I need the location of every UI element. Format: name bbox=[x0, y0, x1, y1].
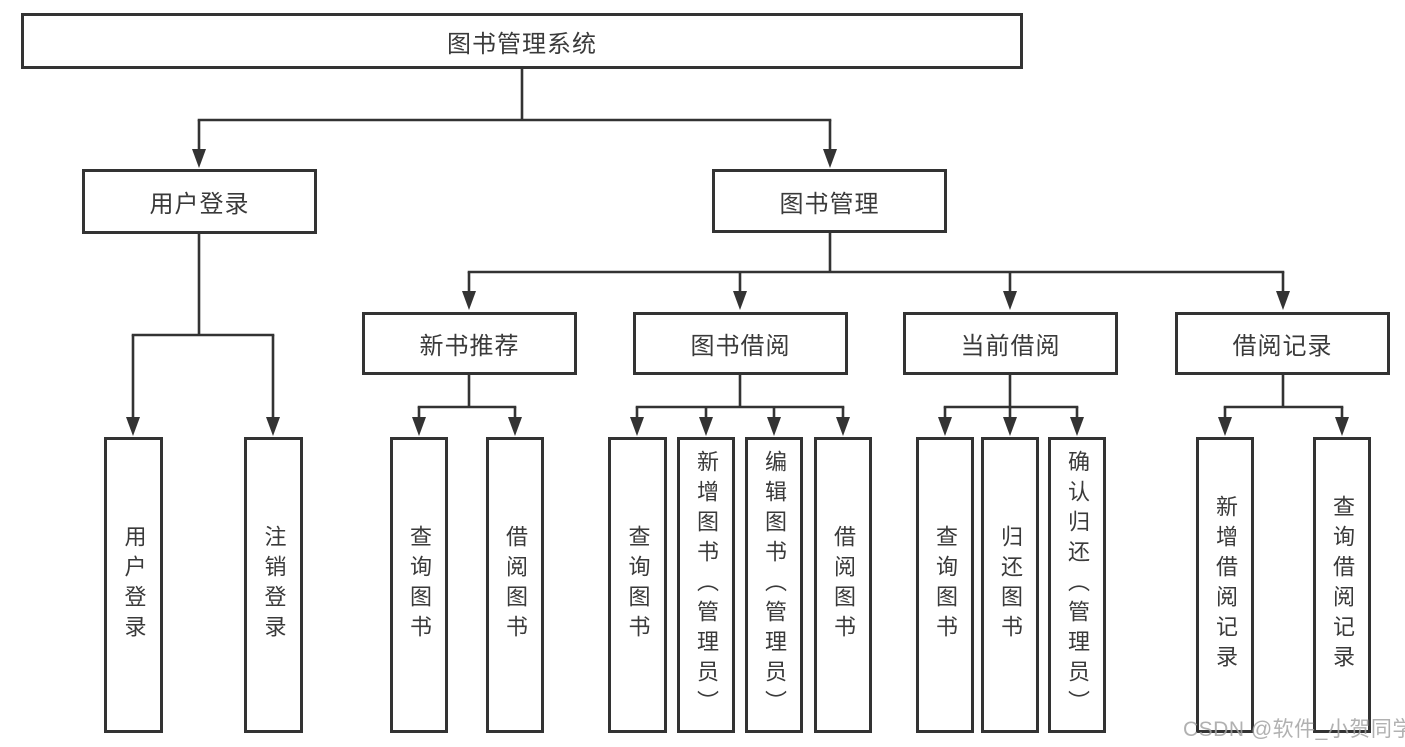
branch-user-login: 用户登录 bbox=[82, 169, 317, 234]
leaf-return-books: 归还图书 bbox=[981, 437, 1039, 733]
leaf-query-books-borrow: 查询图书 bbox=[608, 437, 667, 733]
leaf-user-login: 用户登录 bbox=[104, 437, 163, 733]
group-new-book-recommend: 新书推荐 bbox=[362, 312, 577, 375]
leaf-query-books-current: 查询图书 bbox=[916, 437, 974, 733]
node-library-management-system: 图书管理系统 bbox=[21, 13, 1023, 69]
branch-book-management: 图书管理 bbox=[712, 169, 947, 233]
leaf-query-books-recommend: 查询图书 bbox=[390, 437, 448, 733]
leaf-add-books-admin: 新增图书（管理员） bbox=[677, 437, 735, 733]
leaf-edit-books-admin: 编辑图书（管理员） bbox=[745, 437, 803, 733]
group-current-borrow: 当前借阅 bbox=[903, 312, 1118, 375]
leaf-logout: 注销登录 bbox=[244, 437, 303, 733]
group-book-borrow: 图书借阅 bbox=[633, 312, 848, 375]
leaf-query-borrow-record: 查询借阅记录 bbox=[1313, 437, 1371, 733]
group-borrow-record: 借阅记录 bbox=[1175, 312, 1390, 375]
leaf-confirm-return-admin: 确认归还（管理员） bbox=[1048, 437, 1106, 733]
leaf-borrow-books-recommend: 借阅图书 bbox=[486, 437, 544, 733]
leaf-borrow-books: 借阅图书 bbox=[814, 437, 872, 733]
arrowhead-icons bbox=[126, 149, 1349, 436]
leaf-add-borrow-record: 新增借阅记录 bbox=[1196, 437, 1254, 733]
watermark: CSDN @软件_小贺同学 bbox=[1183, 718, 1405, 741]
